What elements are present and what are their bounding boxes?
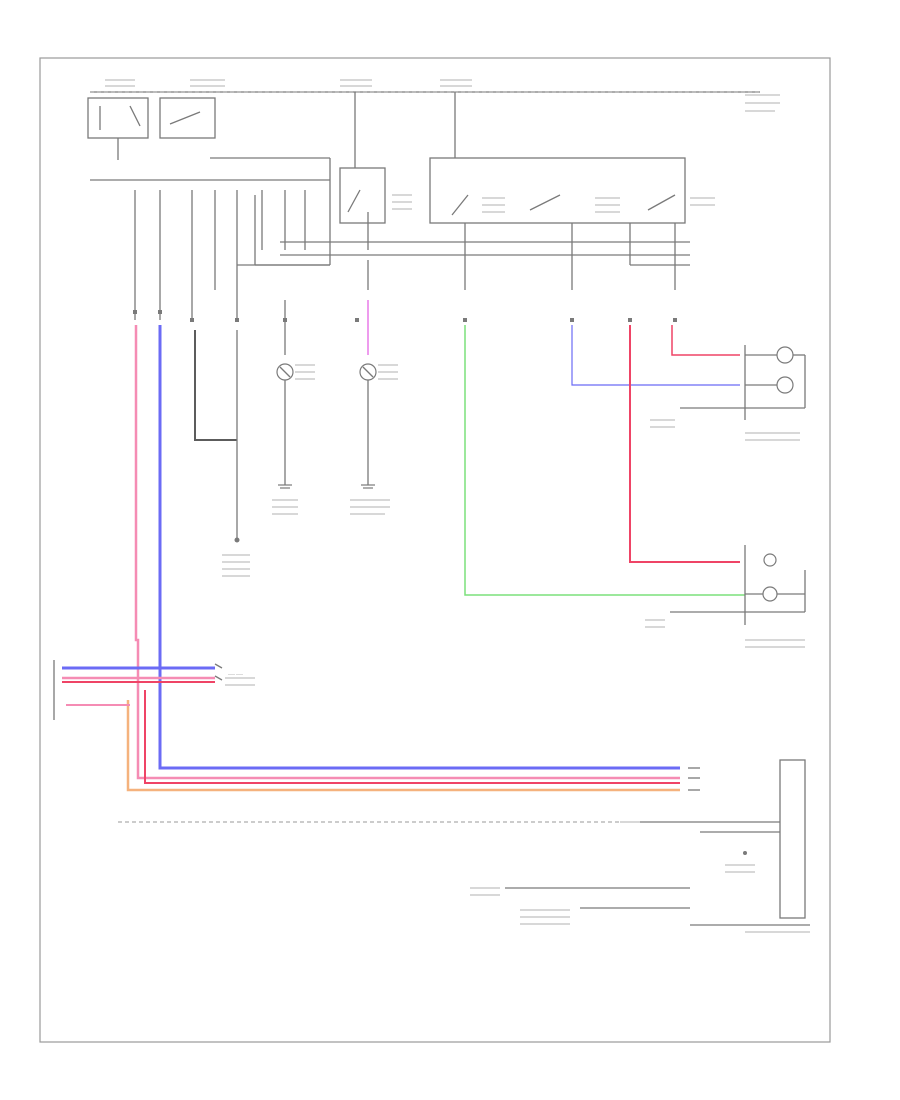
relay-switch-group <box>280 92 690 290</box>
relay-block-left <box>87 97 216 160</box>
wire-red-right-lower <box>629 325 740 563</box>
connector-marks <box>133 310 677 322</box>
wire-pink-main <box>134 325 680 780</box>
wire-blue-right <box>571 325 740 386</box>
wire-blue-main <box>158 325 680 770</box>
wire-red-main <box>144 690 680 784</box>
wire-green <box>464 325 745 596</box>
fine-print-marks <box>105 79 810 933</box>
diagram-frame <box>39 57 831 1043</box>
lamp-right-lower <box>670 545 806 625</box>
left-side-connector: —— —— <box>53 660 243 720</box>
wire-red-right-upper <box>671 325 740 356</box>
lamp-right-upper <box>680 345 806 420</box>
wire-orange-main <box>126 700 680 792</box>
combination-switch-block <box>90 157 331 320</box>
lamp-left-1 <box>276 300 294 489</box>
control-unit <box>118 759 810 926</box>
wire-dark-bracket <box>194 330 237 441</box>
svg-text:—— ——: —— —— <box>228 672 243 676</box>
lamp-left-2 <box>359 300 377 489</box>
splice-node-icon <box>234 537 240 543</box>
